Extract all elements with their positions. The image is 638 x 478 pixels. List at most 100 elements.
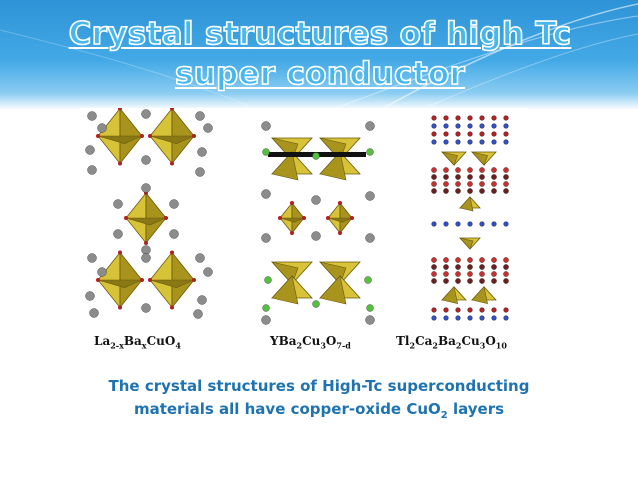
oxygen-atom	[326, 216, 330, 220]
la-ba-atom	[87, 253, 97, 263]
oxygen-atom	[443, 139, 449, 145]
thallium-atom	[443, 271, 449, 277]
formula-part: 2	[409, 340, 416, 351]
oxygen-atom	[503, 307, 509, 313]
oxygen-atom	[170, 250, 174, 255]
formula-part: La	[94, 334, 111, 348]
la-ba-atom	[87, 165, 97, 175]
thallium-atom	[455, 181, 461, 187]
formula-part: Ba	[123, 334, 142, 348]
oxygen-atom	[443, 123, 449, 129]
thallium-atom	[479, 188, 485, 194]
formula-part: 2	[432, 340, 438, 351]
thallium-atom	[431, 264, 437, 270]
thallium-atom	[467, 264, 473, 270]
thallium-atom	[503, 181, 509, 187]
oxygen-atom	[503, 315, 509, 321]
oxygen-atom	[431, 115, 437, 121]
yttrium-atom	[312, 152, 320, 160]
formula-part: CuO	[146, 334, 176, 348]
oxygen-atom	[140, 134, 144, 138]
la-ba-atom	[203, 267, 213, 277]
thallium-atom	[467, 167, 473, 173]
la-ba-atom	[169, 229, 179, 239]
oxygen-atom	[170, 305, 174, 310]
la-ba-atom	[195, 253, 205, 263]
thallium-atom	[455, 167, 461, 173]
thallium-atom	[443, 257, 449, 263]
slide-title: Crystal structures of high Tc super cond…	[68, 15, 572, 93]
oxygen-atom	[170, 108, 174, 111]
barium-atom	[365, 191, 375, 201]
thallium-atom	[491, 278, 497, 284]
thallium-atom	[455, 257, 461, 263]
oxygen-atom	[479, 131, 485, 137]
yttrium-atom	[264, 276, 272, 284]
la-ba-atom	[141, 253, 151, 263]
oxygen-atom	[170, 161, 174, 166]
thallium-atom	[479, 278, 485, 284]
slide-caption: The crystal structures of High-Tc superc…	[60, 375, 578, 427]
oxygen-atom	[290, 231, 294, 235]
yttrium-atom	[312, 300, 320, 308]
oxygen-atom	[479, 115, 485, 121]
la-ba-atom	[89, 308, 99, 318]
thallium-atom	[491, 271, 497, 277]
oxygen-atom	[96, 278, 100, 282]
pyramid-face	[441, 151, 459, 166]
lsco-formula-label: La2-xBaxCuO4	[94, 334, 181, 350]
thallium-atom	[455, 264, 461, 270]
la-ba-atom	[113, 199, 123, 209]
oxygen-atom	[443, 115, 449, 121]
formula-part: x	[141, 340, 147, 351]
oxygen-atom	[148, 278, 152, 282]
yttrium-atom	[366, 304, 374, 312]
thallium-atom	[443, 264, 449, 270]
formula-part: O	[485, 334, 496, 348]
barium-atom	[365, 315, 375, 325]
calcium-atom	[479, 221, 485, 227]
thallium-atom	[455, 278, 461, 284]
yttrium-atom	[262, 304, 270, 312]
oxygen-atom	[144, 241, 148, 245]
la-ba-atom	[85, 291, 95, 301]
caption-line-1: The crystal structures of High-Tc superc…	[108, 377, 530, 395]
pyramid-face	[471, 286, 488, 304]
oxygen-atom	[503, 131, 509, 137]
formula-part: Tl	[396, 334, 410, 348]
octahedron-face	[97, 135, 143, 145]
la-ba-atom	[203, 123, 213, 133]
header-band	[0, 0, 638, 110]
la-ba-atom	[197, 147, 207, 157]
ybco-formula-label: YBa2Cu3O7-d	[270, 334, 351, 350]
formula-part: Ca	[415, 334, 433, 348]
oxygen-atom	[455, 123, 461, 129]
octahedron-face	[279, 217, 305, 223]
oxygen-atom	[118, 250, 122, 255]
formula-part: Ba	[437, 334, 456, 348]
oxygen-atom	[455, 307, 461, 313]
thallium-atom	[431, 167, 437, 173]
oxygen-atom	[467, 115, 473, 121]
caption-line-2: materials all have copper-oxide CuO2 lay…	[133, 400, 505, 421]
lsco-structure-diagram	[85, 108, 213, 319]
octahedron-face	[149, 135, 195, 145]
la-ba-atom	[169, 199, 179, 209]
barium-atom	[365, 121, 375, 131]
formula-part: Cu	[302, 334, 321, 348]
thallium-atom	[431, 188, 437, 194]
barium-atom	[311, 195, 321, 205]
thallium-atom	[431, 257, 437, 263]
thallium-atom	[503, 188, 509, 194]
la-ba-atom	[141, 303, 151, 313]
calcium-atom	[491, 221, 497, 227]
pyramid-face	[271, 151, 299, 181]
thallium-atom	[431, 181, 437, 187]
yttrium-atom	[364, 276, 372, 284]
la-ba-atom	[141, 109, 151, 119]
oxygen-atom	[124, 216, 128, 220]
oxygen-atom	[467, 123, 473, 129]
thallium-atom	[467, 257, 473, 263]
octahedron-face	[149, 279, 195, 289]
thallium-atom	[491, 181, 497, 187]
